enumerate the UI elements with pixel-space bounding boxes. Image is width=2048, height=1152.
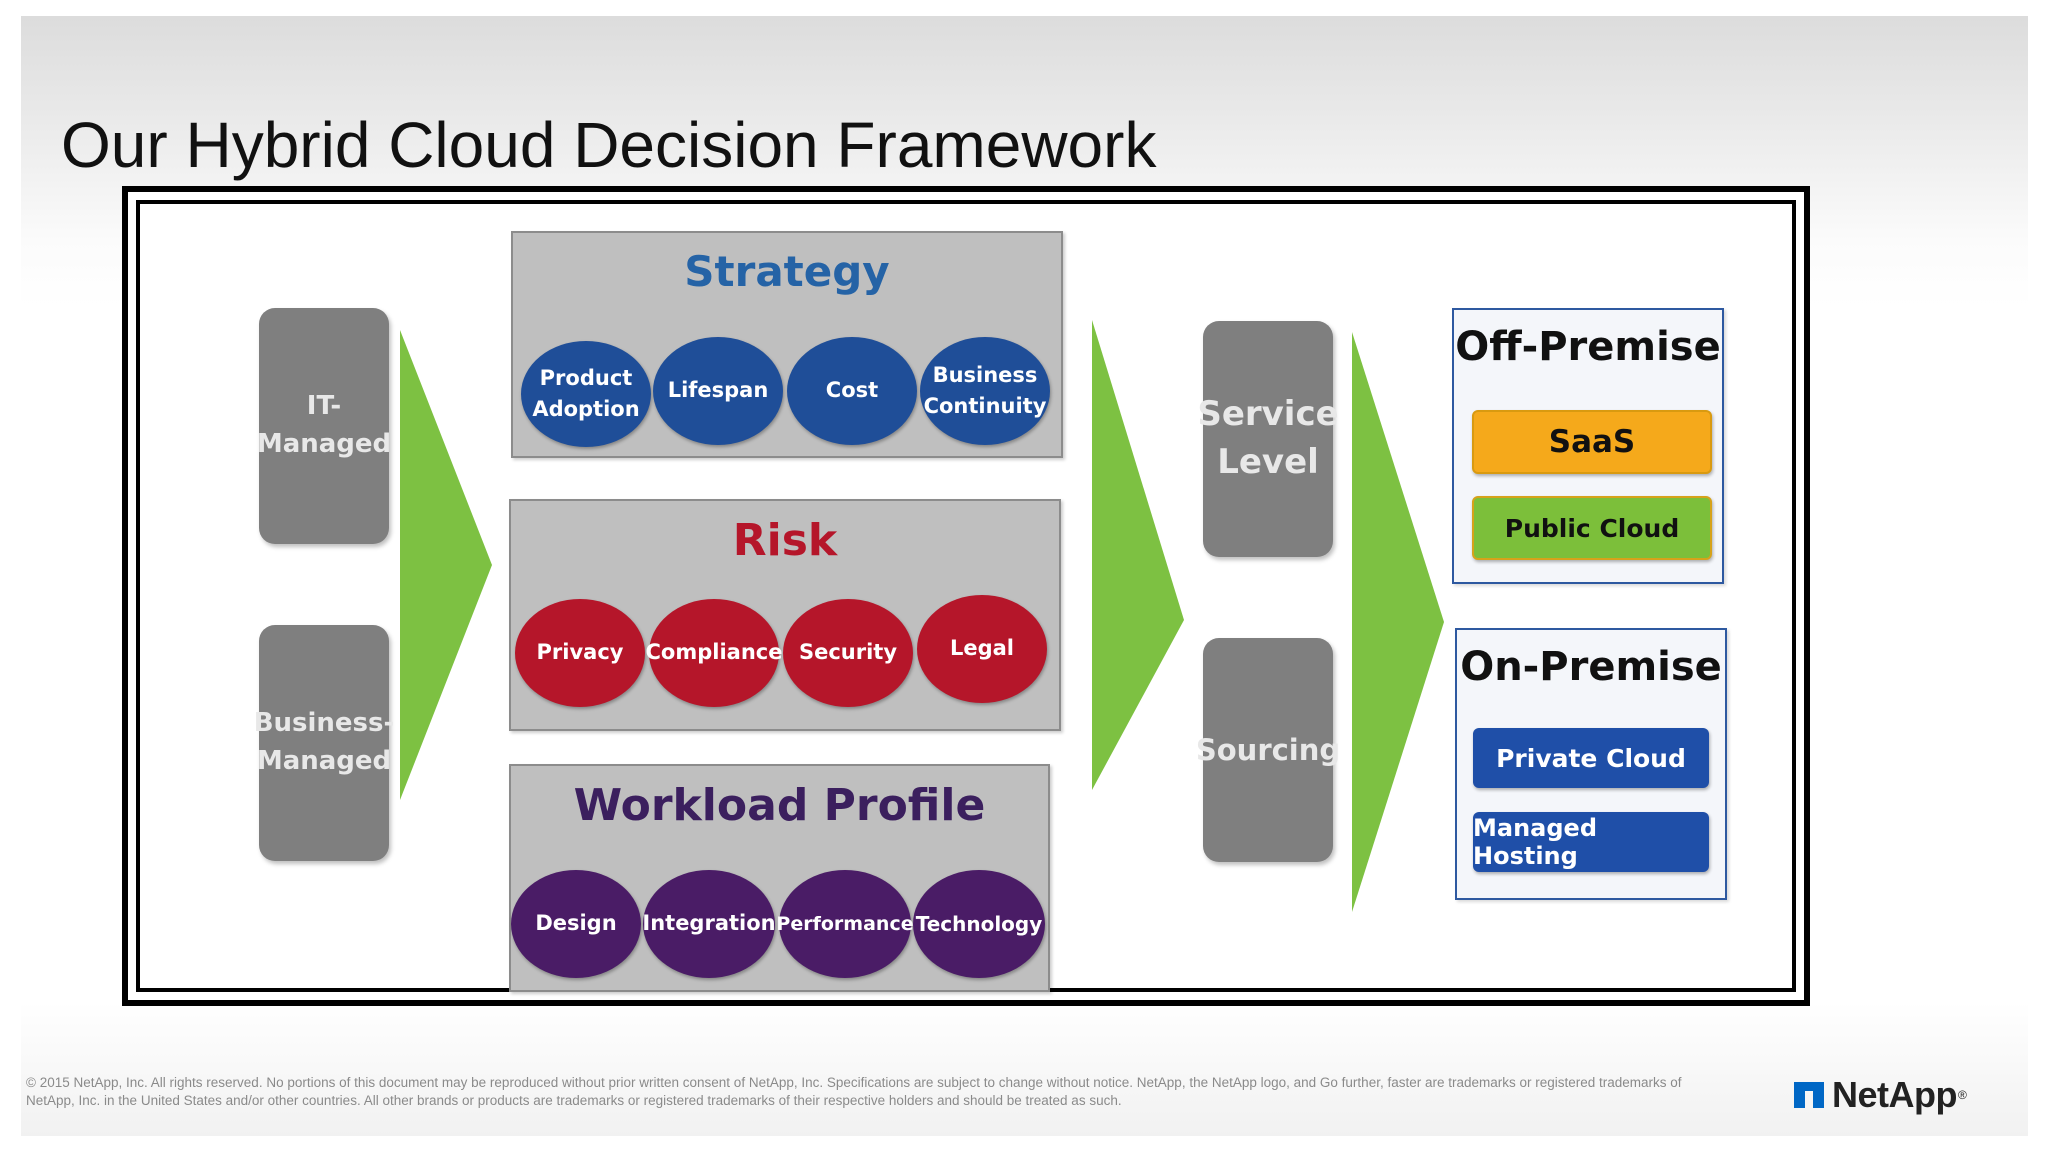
oval-integration-label: Integration <box>642 911 776 936</box>
netapp-logo: NetApp® <box>1794 1074 1967 1115</box>
flow-arrow-2-shape <box>1092 320 1184 790</box>
oval-cost-label: Cost <box>825 378 879 403</box>
panel-strategy-title: Strategy <box>684 247 890 296</box>
oval-legal: Legal <box>917 595 1047 703</box>
panel-risk: Risk Privacy Compliance Security Legal <box>509 499 1061 731</box>
oval-performance: Performance <box>776 870 914 978</box>
middle-sourcing: Sourcing <box>1196 638 1340 862</box>
netapp-logo-icon <box>1794 1082 1824 1108</box>
netapp-logo-text: NetApp <box>1832 1074 1958 1115</box>
tag-public-cloud: Public Cloud <box>1472 496 1712 560</box>
oval-security: Security <box>783 599 913 707</box>
input-it-managed: IT- Managed <box>256 308 392 544</box>
middle-service-level: Service Level <box>1197 321 1339 557</box>
oval-performance-label: Performance <box>776 912 914 935</box>
input-business-managed: Business- Managed <box>254 625 394 861</box>
tag-private-cloud: Private Cloud <box>1473 728 1709 788</box>
panel-risk-title: Risk <box>732 515 838 566</box>
oval-compliance-label: Compliance <box>645 640 783 665</box>
tag-private-cloud-label: Private Cloud <box>1496 743 1686 773</box>
oval-business-continuity-label: Business Continuity <box>923 362 1047 419</box>
panel-strategy: Strategy Product Adoption Lifespan Cost … <box>511 231 1063 458</box>
oval-legal-label: Legal <box>949 636 1015 661</box>
oval-security-label: Security <box>798 640 898 665</box>
tag-managed-hosting: Managed Hosting <box>1473 812 1709 872</box>
flow-arrow-3-shape <box>1352 332 1444 912</box>
netapp-logo-registered: ® <box>1958 1088 1967 1102</box>
flow-arrow-2 <box>1092 320 1184 790</box>
footer-copyright: © 2015 NetApp, Inc. All rights reserved.… <box>26 1075 1682 1108</box>
middle-sourcing-label: Sourcing <box>1195 732 1341 767</box>
output-off-premise-title: Off-Premise <box>1455 324 1721 370</box>
tag-saas: SaaS <box>1472 410 1712 474</box>
tag-saas-label: SaaS <box>1548 424 1636 460</box>
panel-workload-title: Workload Profile <box>573 780 986 831</box>
input-business-managed-label: Business- Managed <box>253 708 395 776</box>
tag-managed-hosting-label: Managed Hosting <box>1473 814 1597 870</box>
slide-title: Our Hybrid Cloud Decision Framework <box>61 109 1157 181</box>
middle-service-level-label: Service Level <box>1197 394 1339 482</box>
flow-arrow-1 <box>400 330 492 800</box>
oval-cost: Cost <box>787 337 917 445</box>
oval-lifespan: Lifespan <box>653 337 783 445</box>
oval-design: Design <box>511 870 641 978</box>
oval-product-adoption: Product Adoption <box>521 341 651 447</box>
tag-public-cloud-label: Public Cloud <box>1504 513 1680 543</box>
panel-workload-profile: Workload Profile Design Integration Perf… <box>509 764 1050 992</box>
output-off-premise: Off-Premise SaaS Public Cloud <box>1452 308 1724 584</box>
input-it-managed-label: IT- Managed <box>256 391 392 459</box>
oval-technology-label: Technology <box>915 912 1043 936</box>
oval-technology: Technology <box>913 870 1045 978</box>
oval-design-label: Design <box>535 911 617 936</box>
diagram-canvas: IT- Managed Business- Managed Strategy P… <box>136 200 1796 992</box>
oval-lifespan-label: Lifespan <box>667 378 769 403</box>
oval-privacy: Privacy <box>515 599 645 707</box>
flow-arrow-1-shape <box>400 330 492 800</box>
oval-integration: Integration <box>642 870 776 978</box>
output-on-premise-title: On-Premise <box>1460 644 1722 690</box>
output-on-premise: On-Premise Private Cloud Managed Hosting <box>1455 628 1727 900</box>
flow-arrow-3 <box>1352 332 1444 912</box>
oval-privacy-label: Privacy <box>536 640 624 665</box>
oval-compliance: Compliance <box>646 599 782 707</box>
diagram-frame: IT- Managed Business- Managed Strategy P… <box>122 186 1810 1006</box>
oval-business-continuity: Business Continuity <box>920 337 1050 445</box>
oval-product-adoption-label: Product Adoption <box>532 365 640 422</box>
